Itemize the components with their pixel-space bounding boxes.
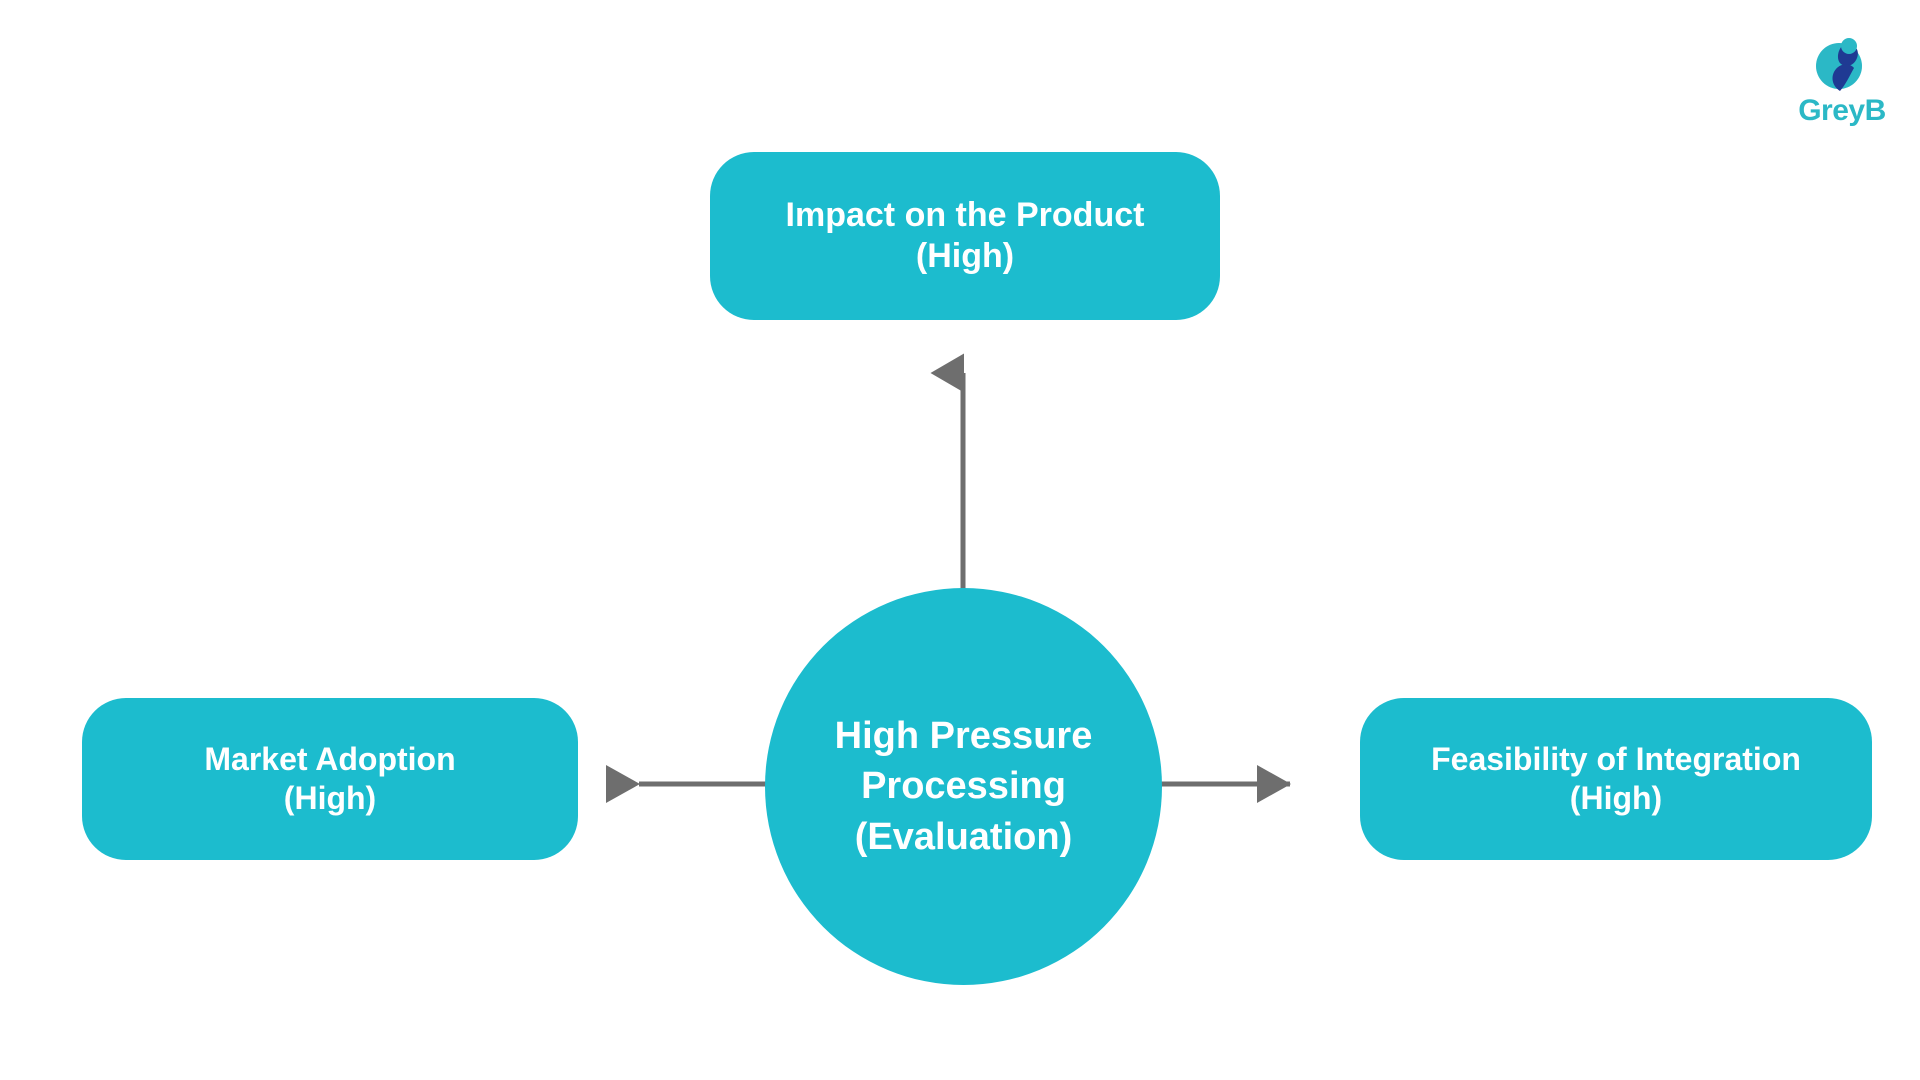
greyb-logo-icon [1816,38,1862,91]
node-impact-on-the-product-label: Impact on the Product (High) [785,195,1145,275]
node-high-pressure-processing[interactable]: High Pressure Processing (Evaluation) [765,588,1162,985]
node-market-adoption[interactable]: Market Adoption (High) [82,698,578,860]
node-impact-on-the-product[interactable]: Impact on the Product (High) [710,152,1220,320]
greyb-wordmark: GreyB [1798,94,1886,127]
node-high-pressure-processing-label: High Pressure Processing (Evaluation) [834,715,1093,858]
node-feasibility-of-integration[interactable]: Feasibility of Integration (High) [1360,698,1872,860]
node-feasibility-of-integration-label: Feasibility of Integration (High) [1431,740,1801,816]
greyb-logo: GreyB [1782,30,1902,140]
node-market-adoption-label: Market Adoption (High) [204,740,456,816]
